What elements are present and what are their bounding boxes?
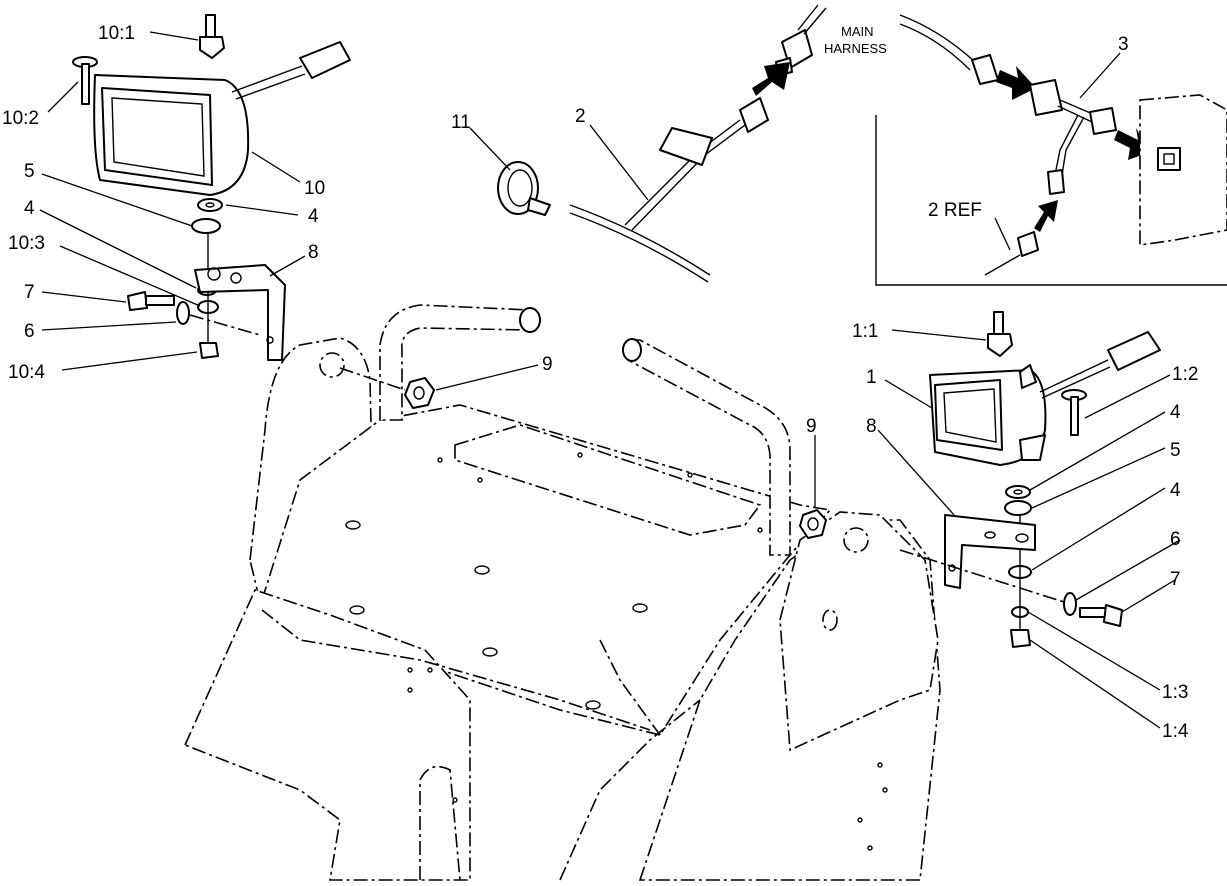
callout-4-right-a: 4 [1170,402,1181,423]
handle-bar-right [622,338,791,556]
callout-10-3: 10:3 [8,233,45,254]
callout-1-4: 1:4 [1162,721,1189,742]
handle-bar-left [379,304,541,421]
left-hardware-stack [191,198,223,359]
callout-4-left-b: 4 [24,198,35,219]
bolt-7-right [899,549,1123,627]
callout-4-left-a: 4 [308,206,319,227]
callout-10-4: 10:4 [8,362,45,383]
carriage-bolt-10-2 [72,56,98,105]
callout-9-left: 9 [542,354,553,375]
callout-10-1: 10:1 [98,23,135,44]
callout-1-1: 1:1 [852,321,878,342]
nut-9-right [799,509,827,539]
callout-2-ref: 2 REF [928,200,982,221]
carriage-bolt-1-2 [1061,389,1087,436]
callout-2: 2 [575,106,586,127]
harness-2 [569,4,827,283]
callout-labels: 10:1 10:2 10 5 4 4 10:3 8 7 6 10:4 11 2 … [2,23,1198,742]
callout-5-right: 5 [1170,440,1181,461]
callout-10: 10 [304,178,325,199]
callout-3: 3 [1118,34,1129,55]
switch-10-1 [199,14,225,59]
callout-8-left: 8 [308,242,319,263]
grommet-11 [497,161,551,216]
bracket-8-right [944,514,1036,589]
callout-7-right: 7 [1170,569,1181,590]
work-light-left [93,41,351,196]
callout-10-2: 10:2 [2,108,39,129]
callout-9-right: 9 [806,416,817,437]
work-light-right [929,331,1161,466]
switch-1-1 [987,311,1013,357]
inset-box [875,14,1227,286]
callout-6-right: 6 [1170,529,1181,550]
callout-7-left: 7 [24,282,35,303]
bracket-8-left [194,264,286,361]
callout-1: 1 [866,367,877,388]
nut-9-left [339,367,435,409]
callout-6-left: 6 [24,321,35,342]
callout-8-right: 8 [866,416,877,437]
callout-5-left: 5 [24,161,35,182]
callout-1-3: 1:3 [1162,682,1188,703]
callout-main-harness-line1: MAIN [841,24,874,39]
callout-1-2: 1:2 [1172,364,1198,385]
bolt-7-left [127,291,261,336]
callout-4-right-b: 4 [1170,480,1181,501]
leader-lines [39,31,1181,729]
callout-main-harness-line2: HARNESS [824,41,887,56]
right-hardware-stack [1004,485,1032,648]
machine-frame [183,337,941,881]
callout-11: 11 [451,112,471,133]
